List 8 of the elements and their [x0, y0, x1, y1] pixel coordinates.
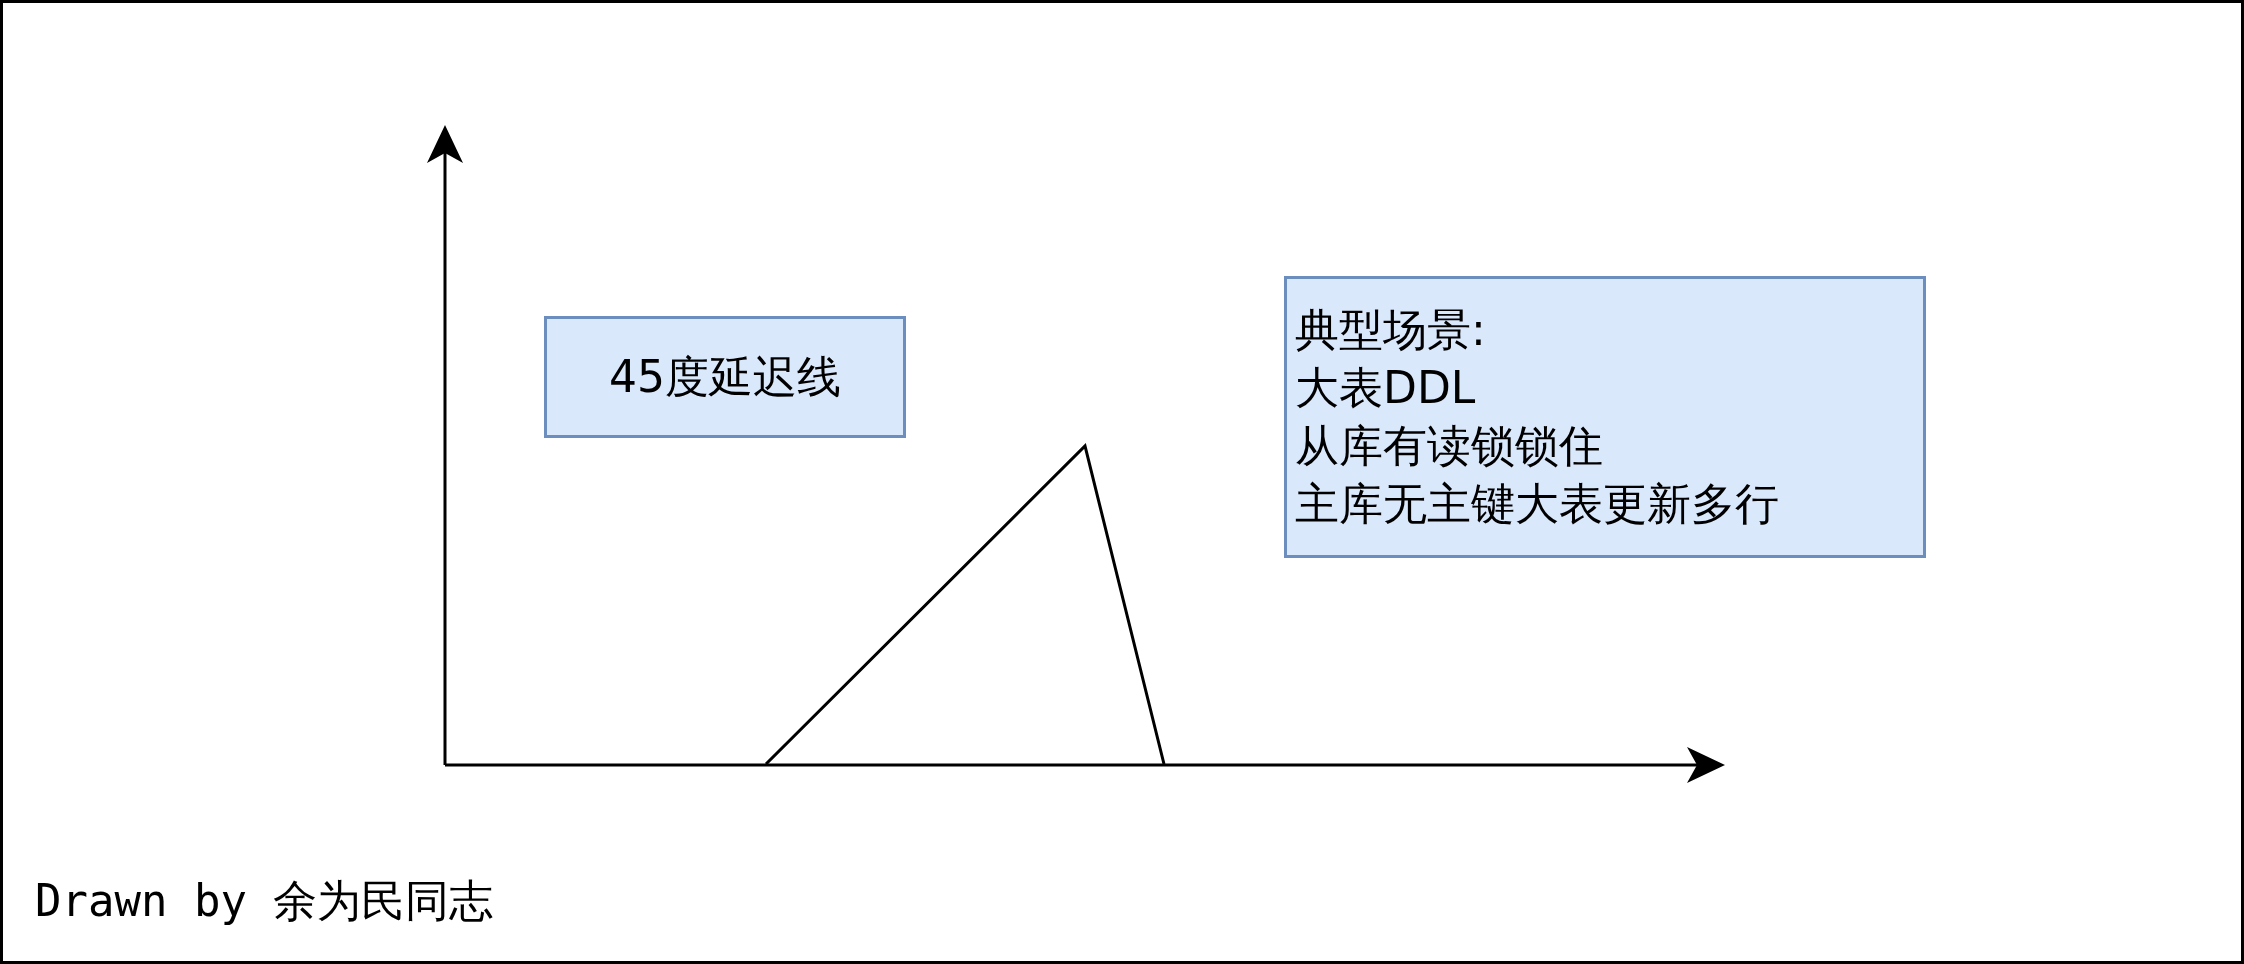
box-text: 主库无主键大表更新多行: [1295, 477, 1779, 531]
box-text: 大表DDL: [1295, 361, 1476, 415]
note-box: [1284, 276, 1926, 558]
box-text: 45度延迟线: [609, 350, 841, 404]
label-box: [544, 316, 906, 438]
box-text: 典型场景:: [1295, 303, 1486, 357]
signature-text: Drawn by 余为民同志: [35, 874, 494, 928]
box-text: 从库有读锁锁住: [1295, 419, 1603, 473]
